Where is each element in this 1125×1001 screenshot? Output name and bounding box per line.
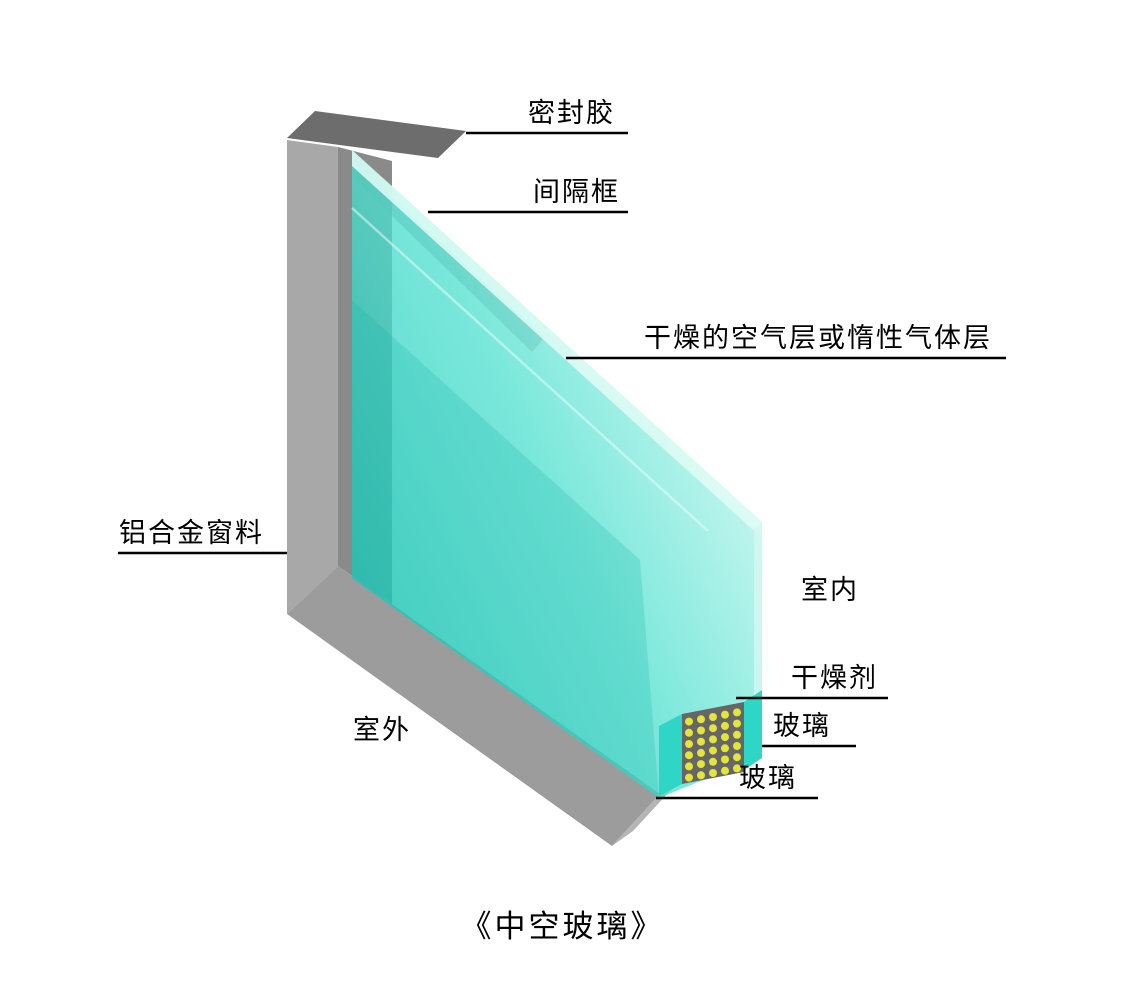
label-aluminum-frame: 铝合金窗料 (119, 518, 264, 548)
desiccant-dot (697, 748, 705, 757)
label-sealant: 密封胶 (528, 98, 615, 128)
desiccant-dot (685, 762, 693, 771)
frame-bottom-bar (287, 566, 660, 846)
label-spacer: 间隔框 (533, 177, 620, 207)
inner-pane-edge-line (351, 207, 709, 532)
desiccant-dot (721, 744, 729, 753)
desiccant-dot (685, 773, 693, 782)
desiccant-dot (697, 771, 705, 780)
desiccant-dot (685, 740, 693, 748)
desiccant-dot (709, 757, 717, 766)
label-indoor: 室内 (801, 575, 859, 605)
frame-post-front (287, 140, 338, 614)
label-outdoor: 室外 (353, 715, 411, 745)
desiccant-dot (721, 733, 729, 742)
desiccant-dot (685, 751, 693, 760)
desiccant-dot (709, 769, 717, 777)
glass-right-edge-highlight (754, 522, 762, 707)
label-desiccant: 干燥剂 (791, 663, 878, 693)
desiccant-dot (685, 728, 693, 737)
desiccant-dot (733, 764, 741, 773)
desiccant-dot (709, 713, 717, 721)
glass-top-edge-highlight (352, 150, 762, 538)
desiccant-dot (721, 755, 729, 764)
label-glass-outer: 玻璃 (739, 763, 797, 793)
desiccant-dot (685, 717, 693, 726)
desiccant-dot (721, 721, 729, 730)
desiccant-dot (721, 766, 729, 775)
desiccant-dot (709, 724, 717, 733)
desiccant-dot (697, 760, 705, 769)
desiccant-dot (697, 715, 705, 724)
desiccant-dot (697, 726, 705, 735)
desiccant-dot (733, 719, 741, 728)
sealant-cap (287, 111, 466, 158)
desiccant-dot (733, 730, 741, 739)
desiccant-dot (733, 742, 741, 750)
diagram-title: 《中空玻璃》 (460, 909, 665, 944)
label-glass-inner: 玻璃 (773, 711, 831, 741)
desiccant-dot (721, 710, 729, 719)
glass-shade-overlay (352, 300, 659, 798)
desiccant-dot (709, 735, 717, 744)
desiccant-dots (685, 708, 741, 782)
glass-panel (352, 150, 762, 798)
desiccant-dot (709, 746, 717, 755)
desiccant-dot (733, 708, 741, 717)
glass-cut-inner-pane (744, 690, 762, 770)
glass-cut-outer-pane (659, 714, 682, 796)
desiccant-dot (733, 753, 741, 762)
label-air-layer: 干燥的空气层或惰性气体层 (644, 323, 992, 353)
desiccant-dot (697, 737, 705, 746)
